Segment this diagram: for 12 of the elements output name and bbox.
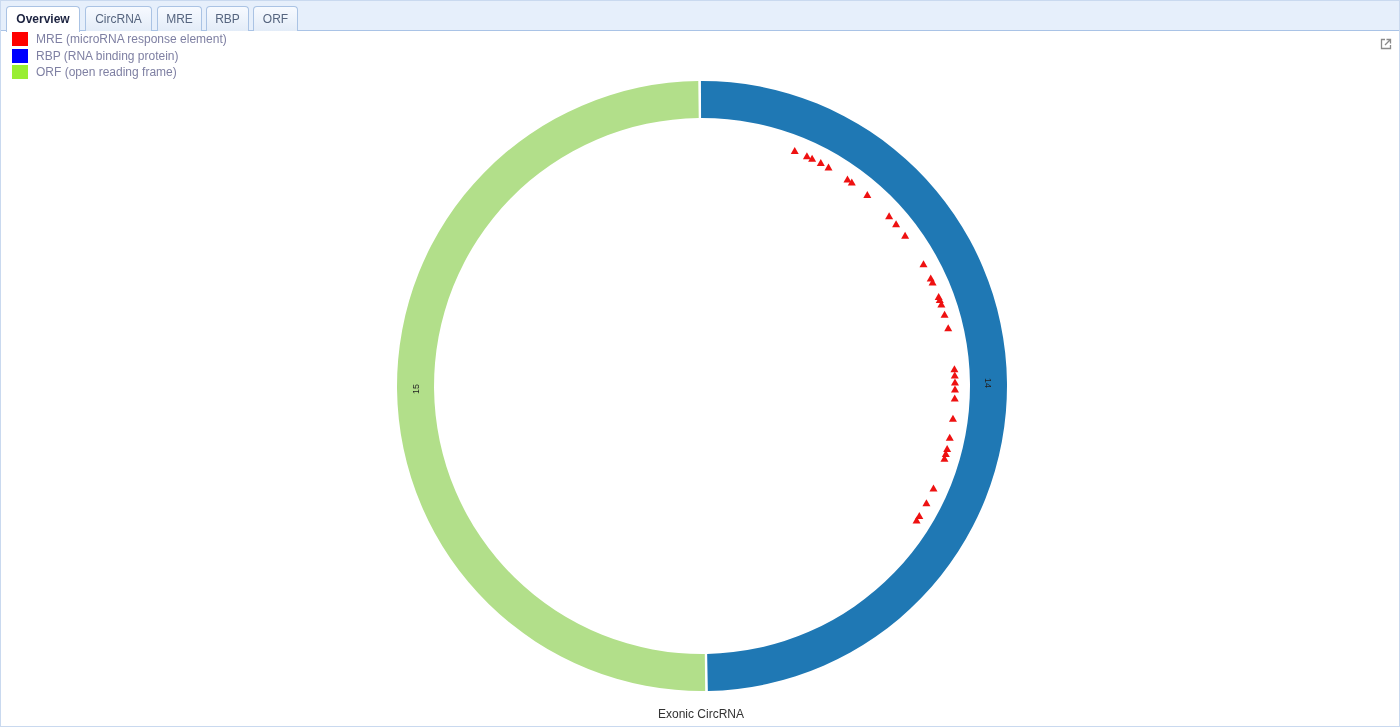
ring-segment xyxy=(397,81,706,691)
tab: CircRNA xyxy=(85,6,152,31)
tab: Overview xyxy=(6,6,80,32)
legend-text: RBP (RNA binding protein) xyxy=(36,48,179,63)
tab: ORF xyxy=(253,6,298,31)
chart-caption: Exonic CircRNA xyxy=(658,707,744,721)
segment-label: 14 xyxy=(983,377,994,388)
tab: RBP xyxy=(206,6,249,31)
tab: MRE xyxy=(157,6,202,31)
legend-text: MRE (microRNA response element) xyxy=(36,32,227,46)
legend-text: ORF (open reading frame) xyxy=(36,65,177,79)
segment-label: 15 xyxy=(410,384,421,395)
